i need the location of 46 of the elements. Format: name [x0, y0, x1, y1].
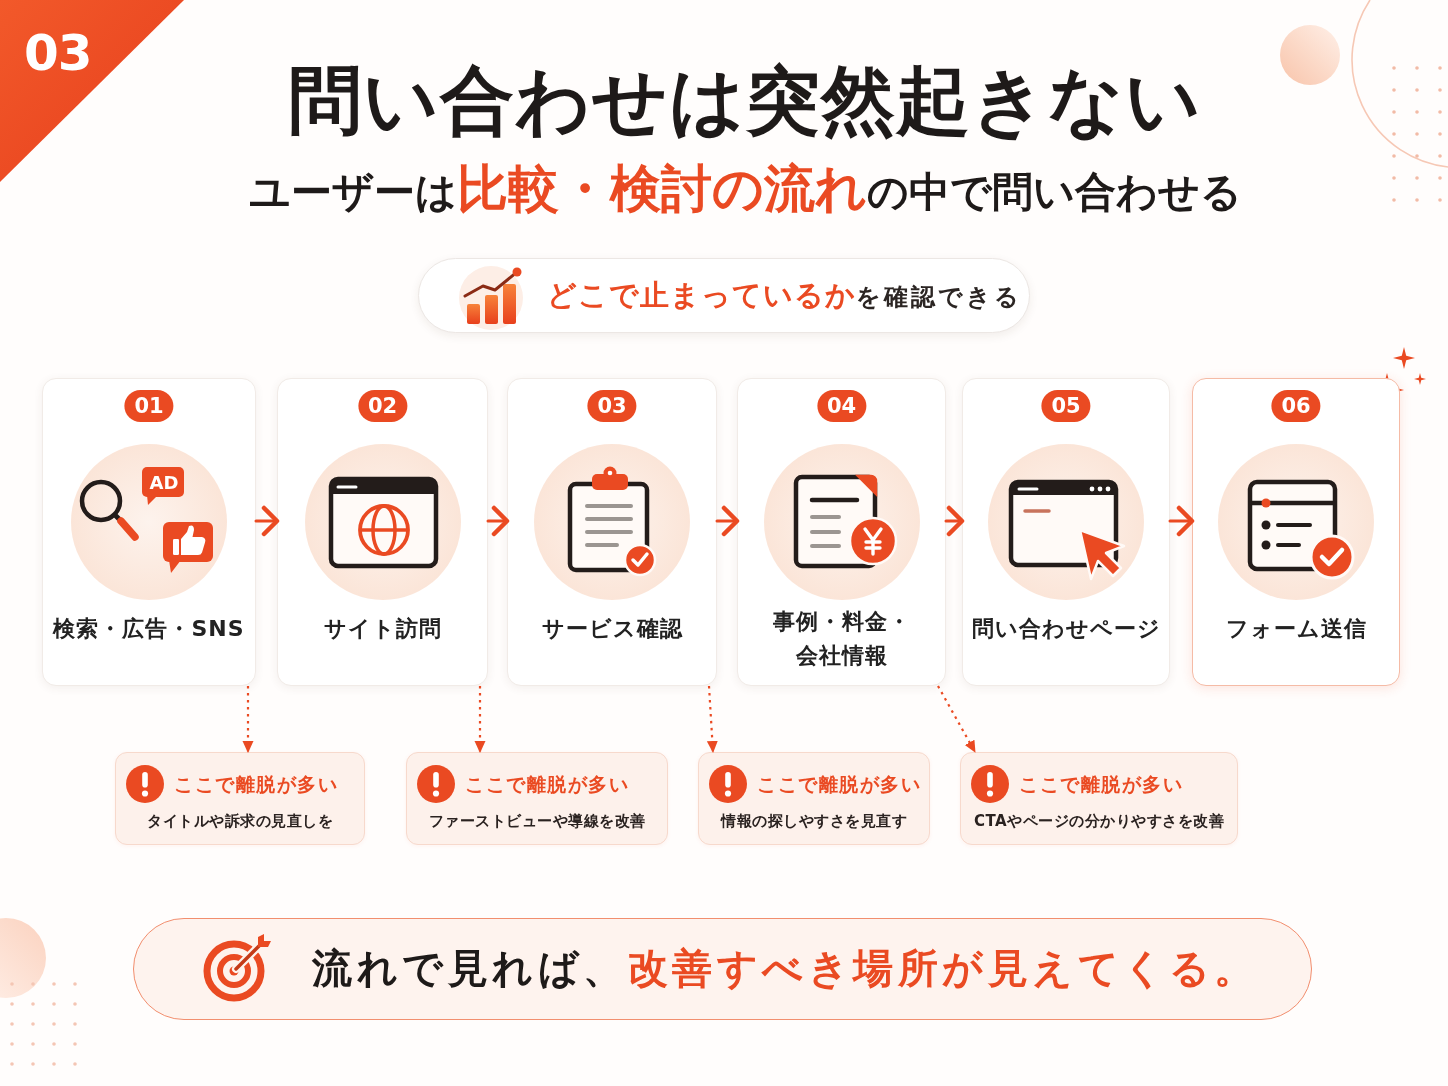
step-card: [962, 378, 1170, 686]
step-label: 検索・広告・SNS: [53, 615, 245, 643]
dotted-arrow: [474, 686, 486, 753]
callout-heading: ここで離脱が多い: [465, 772, 629, 797]
chevron-arrow: [254, 505, 280, 537]
step-label: 問い合わせページ: [971, 615, 1161, 643]
callout-heading: ここで離脱が多い: [1019, 772, 1183, 797]
callout-heading: ここで離脱が多い: [174, 772, 338, 797]
ad-label: AD: [148, 471, 180, 495]
dropoff-callout: [698, 752, 930, 845]
callout-text: ファーストビューや導線を改善: [428, 811, 646, 832]
step-label: フォーム送信: [1225, 615, 1367, 643]
dropoff-callout: [406, 752, 668, 845]
callout-heading: ここで離脱が多い: [757, 772, 921, 797]
corner-tab: [0, 0, 184, 182]
callout-text: タイトルや訴求の見直しを: [147, 811, 333, 832]
step-number-badge: 04: [816, 390, 867, 422]
dotted-arrow: [937, 685, 976, 753]
step-label: サイト訪問: [323, 615, 442, 643]
chevron-arrow: [1168, 505, 1195, 537]
step-card: [42, 378, 256, 686]
dropoff-callout: [115, 752, 365, 845]
step-card: [1192, 378, 1400, 686]
step-label: 事例・料金・会社情報: [771, 608, 912, 670]
step-card: [277, 378, 488, 686]
title: 問い合わせは突然起きない: [288, 56, 1202, 145]
step-number-badge: 05: [1041, 390, 1091, 422]
summary-text: 流れで見れば、改善すべき場所が見えてくる。: [312, 944, 1259, 993]
chevron-arrow: [944, 505, 965, 537]
chevron-arrow: [486, 505, 510, 537]
callout-text: CTAやページの分かりやすさを改善: [973, 811, 1225, 832]
step-number-badge: 01: [124, 390, 174, 422]
chevron-arrow: [715, 505, 740, 537]
step-number-badge: 06: [1271, 390, 1321, 422]
dropoff-callout: [960, 752, 1238, 845]
step-number-badge: 02: [357, 390, 408, 422]
dotted-arrow: [242, 686, 254, 753]
info-text: どこで止まっているかを確認できる: [547, 277, 1022, 314]
step-card: [737, 378, 946, 686]
step-card: [507, 378, 717, 686]
dotted-arrow: [706, 685, 718, 753]
step-number-badge: 03: [587, 390, 637, 422]
step-label: サービス確認: [541, 615, 683, 643]
subtitle: ユーザーは比較・検討の流れの中で問い合わせる: [248, 158, 1242, 220]
callout-text: 情報の探しやすさを見直す: [721, 811, 907, 832]
section-number: 03: [24, 23, 92, 83]
